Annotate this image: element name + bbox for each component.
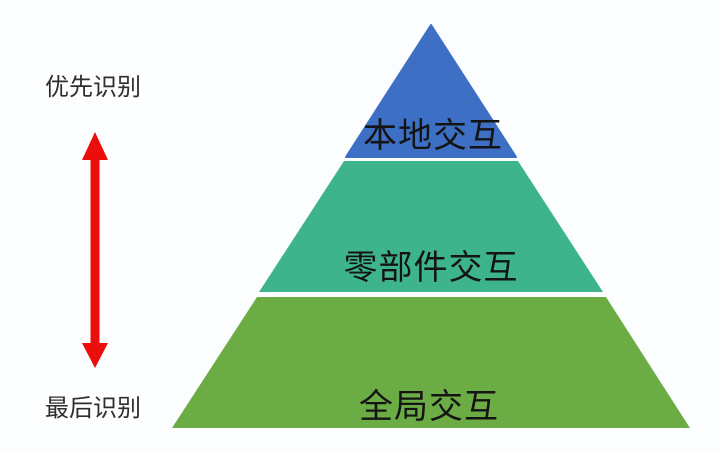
side-label-recognize-last: 最后识别 xyxy=(45,396,141,422)
tier-label-global-interaction: 全局交互 xyxy=(359,388,499,426)
tier-label-component-interaction: 零部件交互 xyxy=(343,249,519,287)
priority-order-arrow-icon xyxy=(82,132,108,368)
side-label-recognize-first: 优先识别 xyxy=(45,75,141,101)
pyramid-tier-top-shape xyxy=(346,25,516,157)
pyramid-tier-middle-shape xyxy=(259,161,603,292)
tier-label-local-interaction: 本地交互 xyxy=(363,117,503,155)
pyramid-tier-top-outline xyxy=(345,24,517,158)
pyramid-tier-bottom-shape xyxy=(172,297,690,428)
